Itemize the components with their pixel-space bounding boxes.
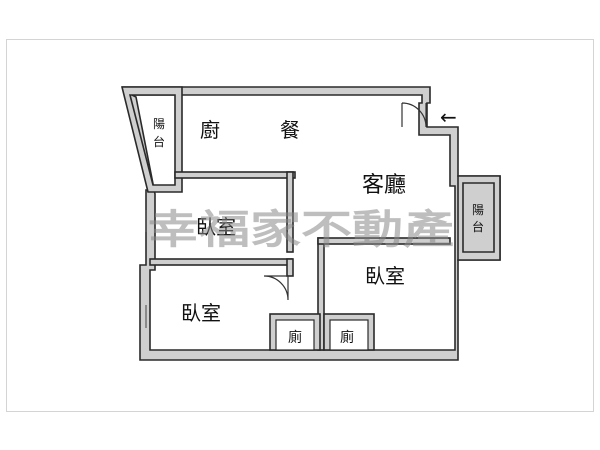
entrance-door	[401, 102, 427, 128]
bedroom-2-label: 臥室	[365, 264, 405, 288]
wall-bed1-right	[286, 171, 294, 253]
wall-bedroom-divider	[149, 258, 293, 266]
toilet-room-1	[275, 319, 315, 351]
bedroom-1-label: 臥室	[196, 215, 236, 239]
wall-living-bedroom	[317, 237, 451, 245]
toilet-1-label: 廁	[288, 329, 302, 346]
kitchen-label: 廚	[200, 118, 220, 142]
dining-label: 餐	[280, 118, 300, 142]
balcony-left-label-top: 陽	[153, 117, 165, 131]
entrance-arrow-icon: ←	[440, 105, 457, 129]
left-balcony-wall	[120, 86, 183, 193]
balcony-right-label-bottom: 台	[472, 219, 484, 234]
toilet-room-2	[329, 319, 369, 351]
bedroom-door	[263, 275, 289, 301]
toilet-2-label: 廁	[340, 329, 354, 346]
bedroom-3-label: 臥室	[181, 301, 221, 325]
wall-kitchen-bedroom	[174, 171, 296, 179]
balcony-left-label-bottom: 台	[153, 134, 165, 149]
living-room-label: 客廳	[362, 173, 406, 198]
wall-corridor-left	[286, 258, 294, 277]
watermark-text: 幸福家不動產	[148, 207, 454, 253]
right-balcony-wall	[457, 175, 501, 261]
balcony-right-label-top: 陽	[472, 203, 484, 217]
